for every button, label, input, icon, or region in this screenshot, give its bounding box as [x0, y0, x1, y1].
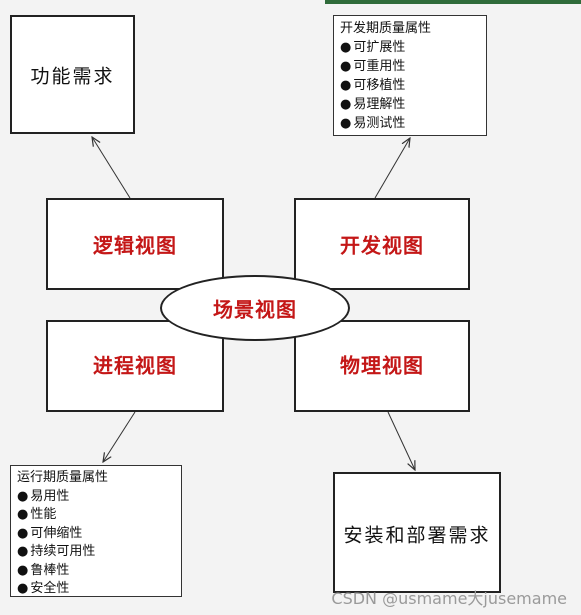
functional-requirement-box: 功能需求 [10, 15, 135, 134]
physical-view-box: 物理视图 [294, 320, 470, 412]
list-item: 可移植性 [340, 76, 480, 95]
dev-quality-attributes-list: 可扩展性 可重用性 可移植性 易理解性 易测试性 [340, 38, 480, 133]
dev-quality-attributes-box: 开发期质量属性 可扩展性 可重用性 可移植性 易理解性 易测试性 [333, 15, 487, 136]
dev-quality-attributes-title: 开发期质量属性 [340, 21, 432, 36]
list-item: 鲁棒性 [17, 562, 175, 581]
process-view-label: 进程视图 [93, 353, 177, 378]
list-item: 性能 [17, 506, 175, 525]
list-item: 可扩展性 [340, 38, 480, 57]
arrow-logical-to-functional [92, 137, 131, 199]
logical-view-label: 逻辑视图 [93, 233, 177, 258]
list-item: 易理解性 [340, 95, 480, 114]
list-item: 可伸缩性 [17, 525, 175, 544]
deployment-requirement-box: 安装和部署需求 [333, 472, 501, 593]
logical-view-box: 逻辑视图 [46, 198, 224, 290]
list-item: 持续可用性 [17, 543, 175, 562]
list-item: 安全性 [17, 580, 175, 599]
functional-requirement-label: 功能需求 [30, 65, 115, 87]
watermark: CSDN @usmame大jusemame [331, 589, 567, 608]
deployment-requirement-label: 安装和部署需求 [343, 524, 491, 547]
arrow-development-to-dev-attributes [374, 138, 410, 199]
development-view-box: 开发视图 [294, 198, 470, 290]
arrow-physical-to-deployment [387, 411, 415, 470]
top-accent-bar [325, 0, 581, 4]
list-item: 易测试性 [340, 114, 480, 133]
physical-view-label: 物理视图 [340, 353, 424, 378]
arrow-process-to-runtime-attributes [103, 411, 136, 462]
development-view-label: 开发视图 [340, 233, 424, 258]
list-item: 易用性 [17, 488, 175, 507]
runtime-quality-attributes-list: 易用性 性能 可伸缩性 持续可用性 鲁棒性 安全性 [17, 488, 175, 599]
scenario-view-ellipse: 场景视图 [160, 275, 350, 341]
process-view-box: 进程视图 [46, 320, 224, 412]
runtime-quality-attributes-title: 运行期质量属性 [17, 470, 109, 485]
scenario-view-label: 场景视图 [213, 297, 297, 322]
list-item: 可重用性 [340, 57, 480, 76]
runtime-quality-attributes-box: 运行期质量属性 易用性 性能 可伸缩性 持续可用性 鲁棒性 安全性 [10, 465, 182, 597]
